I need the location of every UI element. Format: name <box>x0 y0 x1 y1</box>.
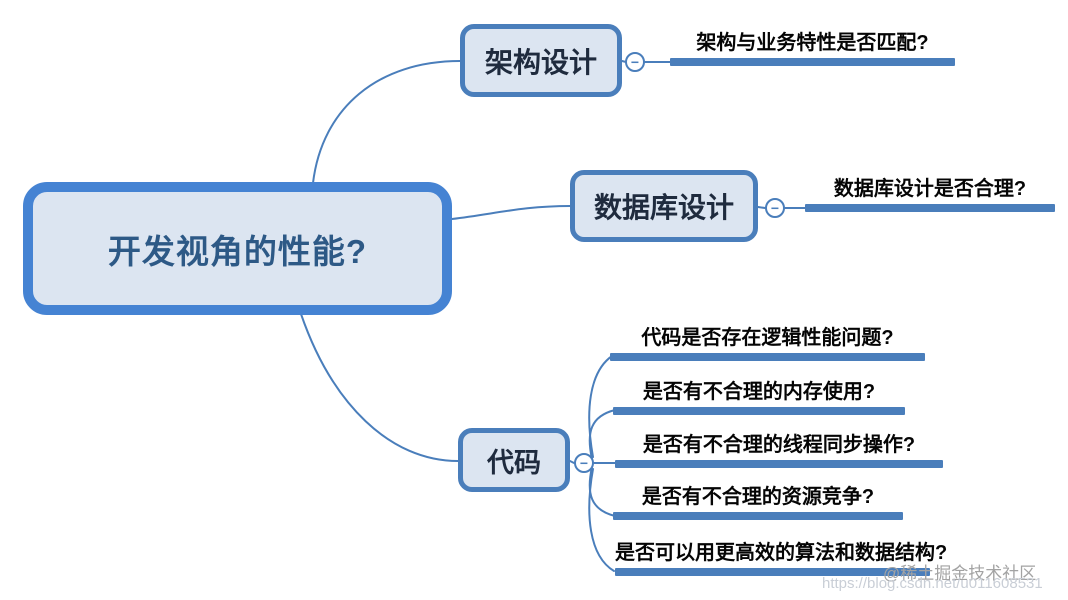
leaf-underline <box>610 353 925 361</box>
branch-node-architecture[interactable]: 架构设计 <box>460 24 622 97</box>
leaf-underline <box>670 58 955 66</box>
leaf-topic-code-logic[interactable]: 代码是否存在逻辑性能问题? <box>610 325 925 361</box>
branch-node-code[interactable]: 代码 <box>458 428 570 492</box>
leaf-topic-label: 是否有不合理的内存使用? <box>642 381 876 403</box>
root-topic-label: 开发视角的性能? <box>107 232 368 270</box>
leaf-topic-code-thread-sync[interactable]: 是否有不合理的线程同步操作? <box>615 432 943 468</box>
leaf-topic-database-reasonable[interactable]: 数据库设计是否合理? <box>805 176 1055 212</box>
leaf-topic-code-algorithms[interactable]: 是否可以用更高效的算法和数据结构? <box>615 540 948 576</box>
branch-architecture-label: 架构设计 <box>484 46 597 78</box>
leaf-underline <box>615 568 930 576</box>
leaf-topic-label: 代码是否存在逻辑性能问题? <box>641 327 894 349</box>
leaf-topic-label: 是否有不合理的线程同步操作? <box>642 434 916 456</box>
connector-code-to-leaf2 <box>588 409 616 460</box>
leaf-underline <box>613 407 905 415</box>
watermark-community: @稀土掘金技术社区 <box>883 564 1037 583</box>
leaf-underline <box>613 512 903 520</box>
collapse-button-code[interactable]: − <box>574 453 594 473</box>
leaf-topic-code-memory[interactable]: 是否有不合理的内存使用? <box>613 379 905 415</box>
leaf-topic-label: 架构与业务特性是否匹配? <box>696 32 929 54</box>
connector-database-to-collapse <box>757 206 766 209</box>
connector-root-to-database <box>451 205 571 220</box>
branch-code-label: 代码 <box>487 447 541 478</box>
leaf-topic-code-resource-contention[interactable]: 是否有不合理的资源竞争? <box>613 484 903 520</box>
minus-icon: − <box>770 200 780 216</box>
connector-code-to-leaf4 <box>588 466 616 517</box>
minus-icon: − <box>630 54 640 70</box>
connector-code-to-leaf5 <box>588 468 615 572</box>
leaf-topic-label: 是否有不合理的资源竞争? <box>641 486 875 508</box>
leaf-topic-architecture-match[interactable]: 架构与业务特性是否匹配? <box>670 30 955 66</box>
leaf-underline <box>615 460 943 468</box>
branch-node-database[interactable]: 数据库设计 <box>570 170 758 242</box>
collapse-button-architecture[interactable]: − <box>625 52 645 72</box>
branch-database-label: 数据库设计 <box>593 192 734 223</box>
leaf-topic-label: 数据库设计是否合理? <box>833 178 1027 200</box>
connector-code-to-leaf1 <box>588 355 613 458</box>
connector-code-to-collapse <box>569 460 575 464</box>
root-topic-node[interactable]: 开发视角的性能? <box>23 182 452 315</box>
minus-icon: − <box>579 455 589 471</box>
leaf-topic-label: 是否可以用更高效的算法和数据结构? <box>615 542 948 564</box>
collapse-button-database[interactable]: − <box>765 198 785 218</box>
watermark-url: https://blog.csdn.net/u011608531 <box>822 575 1043 592</box>
connector-root-to-architecture <box>312 60 461 184</box>
leaf-underline <box>805 204 1055 212</box>
connector-root-to-code <box>300 313 459 462</box>
